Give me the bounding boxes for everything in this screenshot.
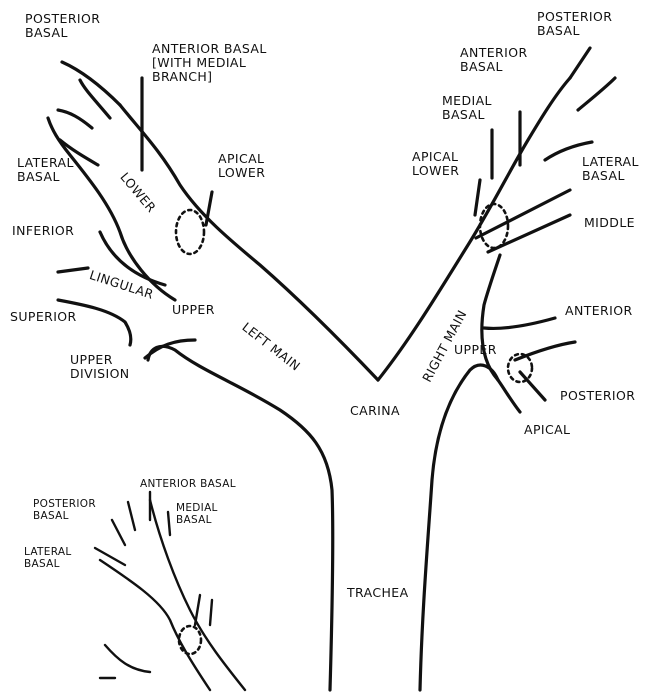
label-carina: CARINA (350, 404, 400, 418)
label-right-apical-lower: APICAL LOWER (412, 150, 459, 178)
trachea-right-wall (420, 365, 498, 690)
right-upper-branch-1 (515, 342, 575, 360)
inset-posterior-basal-branch-1 (112, 520, 125, 545)
left-posterior-basal-branch-3 (58, 110, 92, 128)
label-right-anterior: ANTERIOR (565, 304, 633, 318)
inset-lateral-basal-branch (95, 548, 125, 565)
label-left-upper-division: UPPER DIVISION (70, 353, 130, 381)
inset-medial-basal-branch (168, 512, 170, 535)
label-left-posterior-basal: POSTERIOR BASAL (25, 12, 100, 40)
left-posterior-basal-branch-1 (62, 62, 120, 105)
label-trachea: TRACHEA (347, 586, 409, 600)
label-left-inferior: INFERIOR (12, 224, 74, 238)
right-anterior-branch (484, 318, 555, 328)
inset-lingular-branch (105, 645, 150, 672)
right-upper-branch-2 (520, 372, 545, 400)
label-inset-posterior-basal: POSTERIOR BASAL (33, 498, 96, 522)
label-right-medial-basal: MEDIAL BASAL (442, 94, 492, 122)
left-posterior-basal-branch-2 (80, 80, 110, 118)
left-apical-lower-dotted-ring (176, 210, 204, 254)
label-left-apical-lower: APICAL LOWER (218, 152, 265, 180)
right-middle-branch-lower (488, 215, 570, 252)
right-apical-branch (498, 380, 520, 412)
inset-lower-branch-1 (195, 595, 200, 625)
right-apical-lower-dotted-ring (480, 204, 508, 248)
label-inset-lateral-basal: LATERAL BASAL (24, 546, 72, 570)
label-right-anterior-basal: ANTERIOR BASAL (460, 46, 528, 74)
label-right-middle: MIDDLE (584, 216, 635, 230)
left-lingular-stub (58, 268, 88, 272)
inset-lower-branch-2 (210, 600, 212, 625)
label-left-upper: UPPER (172, 303, 215, 317)
right-posterior-basal-branch-2 (578, 78, 615, 110)
label-inset-anterior-basal: ANTERIOR BASAL (140, 478, 236, 490)
label-right-posterior: POSTERIOR (560, 389, 635, 403)
inset-inner-wall (150, 500, 245, 690)
right-apical-lower-branch (475, 180, 480, 215)
label-left-lateral-basal: LATERAL BASAL (17, 156, 74, 184)
label-right-upper: UPPER (454, 343, 497, 357)
right-middle-branch-upper (476, 190, 570, 238)
label-right-apical: APICAL (524, 423, 570, 437)
label-right-posterior-basal: POSTERIOR BASAL (537, 10, 612, 38)
right-main-outer-wall (482, 255, 500, 380)
label-inset-medial-basal: MEDIAL BASAL (176, 502, 218, 526)
inset-dotted-ring (179, 626, 201, 654)
inset-outer-wall (100, 560, 210, 690)
label-left-anterior-basal: ANTERIOR BASAL [WITH MEDIAL BRANCH] (152, 42, 267, 84)
label-right-lateral-basal: LATERAL BASAL (582, 155, 639, 183)
label-left-superior: SUPERIOR (10, 310, 77, 324)
right-posterior-basal-branch-1 (570, 48, 590, 78)
inset-posterior-basal-branch-2 (128, 502, 135, 530)
